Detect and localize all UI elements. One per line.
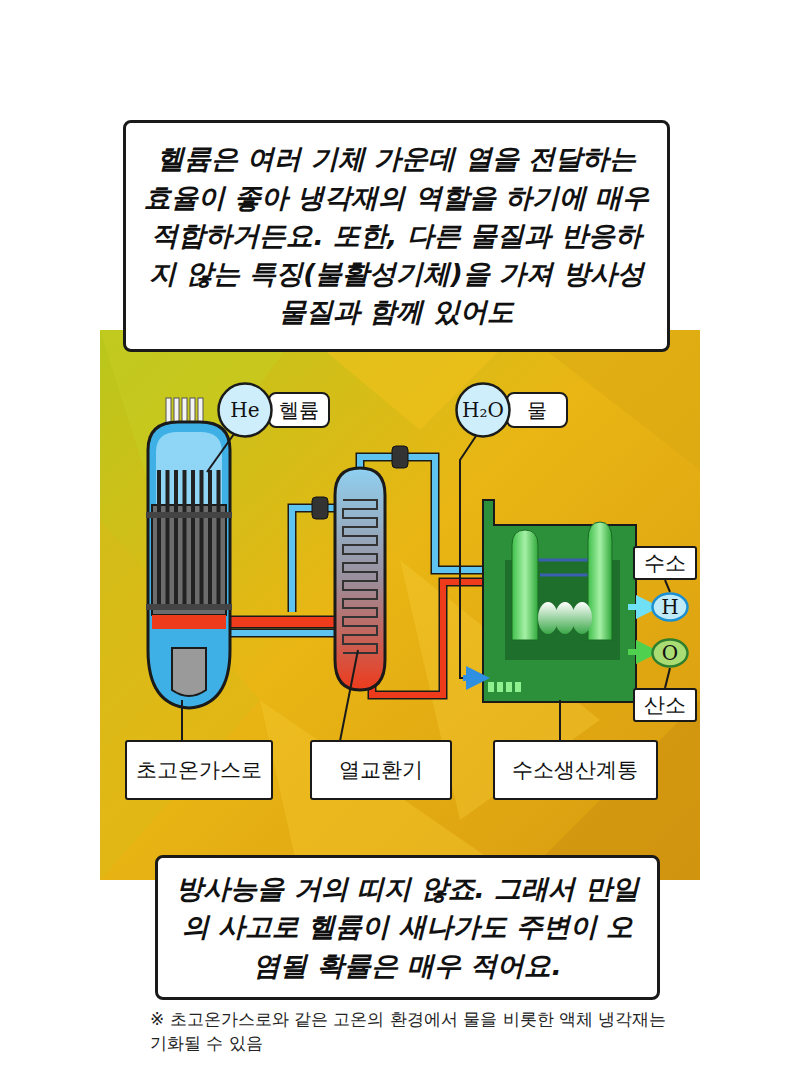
node-text: He [230, 398, 259, 422]
hydrogen-plant-piece [515, 682, 521, 692]
pipes-piece [372, 582, 484, 695]
leader-lines-piece [207, 434, 234, 472]
leader-lines-piece [460, 436, 476, 678]
element-circle: O [651, 638, 689, 668]
node-text: 열교환기 [339, 756, 423, 784]
reactor-vessel-piece [152, 615, 226, 629]
reactor-vessel-piece [208, 470, 212, 610]
node-text: 방사능을 거의 띠지 않죠. 그래서 만일의 사고로 헬륨이 새나가도 주변이 … [172, 870, 643, 985]
reactor-vessel-piece [191, 470, 195, 610]
node-text: H [661, 595, 678, 619]
reactor-vessel-piece [146, 512, 232, 518]
node-text: 산소 [644, 691, 686, 719]
pipes-piece [225, 616, 340, 629]
speech-box: 방사능을 거의 띠지 않죠. 그래서 만일의 사고로 헬륨이 새나가도 주변이 … [155, 855, 660, 1000]
reactor-vessel-piece [183, 470, 187, 610]
hydrogen-plant [463, 500, 648, 702]
part-label-box: 열교환기 [310, 740, 452, 800]
reactor-vessel-piece [174, 470, 178, 610]
speech-box: 헬륨은 여러 기체 가운데 열을 전달하는 효율이 좋아 냉각재의 역할을 하기… [123, 120, 670, 352]
hydrogen-plant-piece [463, 675, 478, 681]
footnote: ※ 초고온가스로와 같은 고온의 환경에서 물을 비롯한 액체 냉각재는 기화될… [150, 1008, 670, 1056]
background-panel [100, 330, 700, 880]
hydrogen-plant-piece [572, 602, 592, 634]
node-text: O [662, 641, 678, 665]
node-text: 수소 [644, 549, 686, 577]
reactor-vessel-piece [182, 398, 187, 424]
hydrogen-plant-piece [512, 530, 538, 640]
reactor-vessel-piece [146, 604, 232, 610]
hydrogen-plant-piece [497, 682, 503, 692]
connector-line [665, 668, 670, 688]
reactor-vessel [146, 398, 232, 708]
reactor-vessel-piece [172, 648, 206, 696]
reactor-vessel-piece [148, 422, 230, 708]
hydrogen-plant-piece [628, 649, 648, 655]
heat-exchanger-piece [343, 500, 377, 653]
pipes [225, 457, 484, 695]
name-tag: 산소 [633, 688, 697, 722]
part-label-box: 초고온가스로 [125, 740, 273, 800]
reactor-vessel-piece [217, 470, 221, 610]
node-text: 초고온가스로 [136, 756, 262, 784]
reactor-vessel-piece [166, 398, 171, 424]
background-panel-piece [100, 330, 700, 880]
pipe-fans-piece [312, 497, 328, 519]
hydrogen-plant-piece [483, 500, 636, 702]
leader-lines [182, 434, 560, 741]
node-text: 수소생산계통 [512, 756, 638, 784]
hydrogen-plant-piece [506, 682, 512, 692]
pipe-fans-piece [392, 446, 408, 468]
pipes-piece [372, 582, 484, 695]
circle-shape [457, 384, 510, 437]
reactor-vessel-piece [200, 470, 204, 610]
hydrogen-plant-piece [628, 604, 648, 610]
pipes-piece [225, 630, 340, 636]
circle-shape [653, 594, 688, 621]
node-text: 물 [527, 397, 547, 424]
heat-exchanger-piece [335, 468, 385, 690]
leader-lines-piece [181, 700, 183, 741]
element-circle: H [651, 592, 689, 622]
node-text: 헬륨 [279, 397, 319, 424]
circle-shape [653, 640, 688, 667]
node-text: H₂O [462, 398, 504, 422]
circle-shape [219, 384, 272, 437]
reactor-vessel-piece [198, 398, 203, 424]
part-label-box: 수소생산계통 [493, 740, 658, 800]
name-tag: 수소 [633, 546, 697, 580]
reactor-vessel-piece [157, 470, 161, 610]
heat-exchanger-piece [343, 500, 377, 653]
reactor-vessel-piece [174, 398, 179, 424]
heat-exchanger [335, 468, 385, 690]
pipes-piece [225, 629, 340, 638]
reactor-vessel-piece [157, 470, 221, 610]
pipes-piece [225, 617, 340, 627]
reactor-vessel-piece [166, 398, 203, 424]
leader-lines-piece [559, 700, 561, 741]
reactor-vessel-piece [152, 505, 226, 615]
name-tag: 헬륨 [268, 392, 330, 428]
leader-lines-piece [340, 650, 358, 741]
connector-line [665, 580, 670, 592]
element-circle: He [217, 382, 273, 438]
node-text: 헬륨은 여러 기체 가운데 열을 전달하는 효율이 좋아 냉각재의 역할을 하기… [140, 140, 653, 332]
reactor-vessel-piece [166, 470, 170, 610]
element-circle: H₂O [455, 382, 511, 438]
name-tag: 물 [506, 392, 568, 428]
hydrogen-plant-piece [488, 682, 494, 692]
reactor-vessel-piece [190, 398, 195, 424]
